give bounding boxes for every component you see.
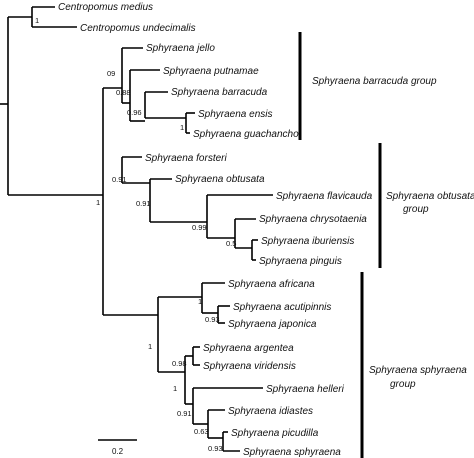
taxon-label: Sphyraena pinguis	[259, 256, 342, 267]
scale-bar-label: 0.2	[112, 447, 124, 456]
taxon-label: Sphyraena flavicauda	[276, 191, 373, 202]
support-value: 1	[96, 198, 100, 207]
taxon-label: Sphyraena picudilla	[231, 428, 319, 439]
taxon-label: Sphyraena acutipinnis	[233, 302, 331, 313]
support-value: 1	[148, 342, 152, 351]
support-value: 1	[35, 16, 39, 25]
tree-branches	[0, 6, 273, 452]
scale-bar: 0.2	[98, 439, 137, 456]
support-value: 1	[180, 123, 184, 132]
group-label: group	[403, 204, 429, 215]
taxon-label: Sphyraena helleri	[266, 384, 345, 395]
support-values: 1090.880.96110.910.910.990.510.9310.9810…	[35, 16, 236, 453]
support-value: 0.93	[208, 444, 223, 453]
support-value: 0.91	[177, 409, 192, 418]
taxon-label: Sphyraena iburiensis	[261, 236, 354, 247]
taxon-label: Sphyraena barracuda	[171, 87, 268, 98]
taxon-label: Sphyraena guachancho	[193, 129, 299, 140]
support-value: 1	[198, 297, 202, 306]
taxon-label: Sphyraena ensis	[198, 109, 273, 120]
support-value: 0.99	[192, 223, 207, 232]
support-value: 0.88	[116, 88, 131, 97]
taxon-label: Sphyraena viridensis	[203, 361, 296, 372]
group-label: Sphyraena sphyraena	[369, 365, 467, 376]
support-value: 0.93	[205, 315, 220, 324]
taxon-label: Centropomus undecimalis	[80, 23, 196, 34]
support-value: 0.96	[127, 108, 142, 117]
support-value: 09	[107, 69, 115, 78]
taxon-label: Sphyraena argentea	[203, 343, 294, 354]
taxon-label: Sphyraena idiastes	[228, 406, 313, 417]
support-value: 0.91	[112, 175, 127, 184]
taxon-label: Centropomus medius	[58, 2, 153, 13]
taxon-label: Sphyraena sphyraena	[243, 447, 341, 458]
group-label: group	[390, 379, 416, 390]
support-value: 1	[173, 384, 177, 393]
taxon-label: Sphyraena putnamae	[163, 66, 259, 77]
taxon-label: Sphyraena africana	[228, 279, 315, 290]
support-value: 0.98	[172, 359, 187, 368]
taxon-label: Sphyraena jello	[146, 43, 215, 54]
taxon-label: Sphyraena chrysotaenia	[259, 214, 367, 225]
support-value: 0.63	[194, 427, 209, 436]
group-label: Sphyraena barracuda group	[312, 76, 437, 87]
taxon-label: Sphyraena forsteri	[145, 153, 227, 164]
taxon-label: Sphyraena obtusata	[175, 174, 265, 185]
support-value: 0.91	[136, 199, 151, 208]
group-label: Sphyraena obtusata	[386, 191, 474, 202]
taxon-label: Sphyraena japonica	[228, 319, 317, 330]
support-value: 0.5	[226, 239, 236, 248]
